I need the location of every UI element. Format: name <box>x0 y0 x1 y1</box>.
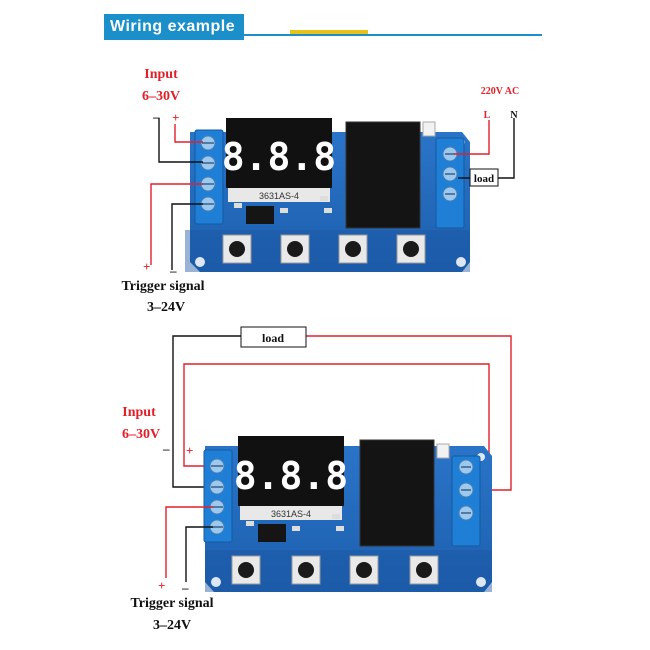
section-title: Wiring example <box>110 18 236 35</box>
trigger-minus-1: – <box>169 263 177 278</box>
output-terminal-block-1 <box>435 137 465 229</box>
header-accent-bar <box>290 30 368 34</box>
trigger-voltage-2: 3–24V <box>153 618 191 633</box>
input-voltage-1: 6–30V <box>142 89 180 104</box>
input-power-wires-1 <box>158 118 203 163</box>
load-box-1 <box>469 168 499 187</box>
led-display-2: 8.8.8 3631AS-4 <box>234 436 348 520</box>
trigger-minus-2: – <box>181 580 189 595</box>
load-label-2: load <box>262 331 284 345</box>
input-minus-2: – <box>162 441 170 456</box>
ac-wires-1 <box>454 118 515 179</box>
relay-1 <box>345 121 421 229</box>
push-buttons-1 <box>222 234 426 264</box>
trigger-plus-2: + <box>158 578 165 593</box>
display-digits-1: 8.8.8 <box>222 135 336 179</box>
input-voltage-2: 6–30V <box>122 427 160 442</box>
input-label-1: Input <box>144 67 178 82</box>
output-terminal-block-2 <box>451 455 481 547</box>
ac-line-n-1: N <box>510 110 518 121</box>
relay-module-board-2: 8.8.8 3631AS-4 <box>203 436 492 592</box>
relay-module-board-1: 8.8.8 3631AS-4 <box>185 118 470 272</box>
diagram-1: 8.8.8 3631AS-4 <box>121 67 519 315</box>
trigger-wires-1 <box>150 183 203 270</box>
trigger-wires-2 <box>165 506 213 582</box>
trigger-label-2: Trigger signal <box>130 596 213 611</box>
ic-chip-2 <box>258 524 286 542</box>
input-plus-2: + <box>186 443 193 458</box>
diagram-2: load 8.8.8 <box>122 326 512 633</box>
ic-chip-1 <box>246 206 274 224</box>
input-plus-1: + <box>172 110 179 125</box>
header-divider <box>244 34 542 36</box>
trigger-label-1: Trigger signal <box>121 279 204 294</box>
input-terminal-block-2 <box>203 449 233 543</box>
push-buttons-2 <box>231 555 439 585</box>
display-digits-2: 8.8.8 <box>234 454 348 498</box>
relay-2 <box>359 439 435 547</box>
input-minus-1: – <box>152 109 160 124</box>
display-part-number-1: 3631AS-4 <box>259 191 299 201</box>
input-label-2: Input <box>122 405 156 420</box>
load-box-2 <box>240 326 307 348</box>
trigger-voltage-1: 3–24V <box>147 300 185 315</box>
load-label-1: load <box>474 173 494 185</box>
input-terminal-block-1 <box>194 129 224 225</box>
led-display-1: 8.8.8 3631AS-4 <box>222 118 336 202</box>
trigger-plus-1: + <box>143 259 150 274</box>
display-part-number-2: 3631AS-4 <box>271 509 311 519</box>
ac-line-l-1: L <box>484 110 491 121</box>
ac-label-1: 220V AC <box>481 86 519 97</box>
section-header: Wiring example <box>104 14 244 40</box>
